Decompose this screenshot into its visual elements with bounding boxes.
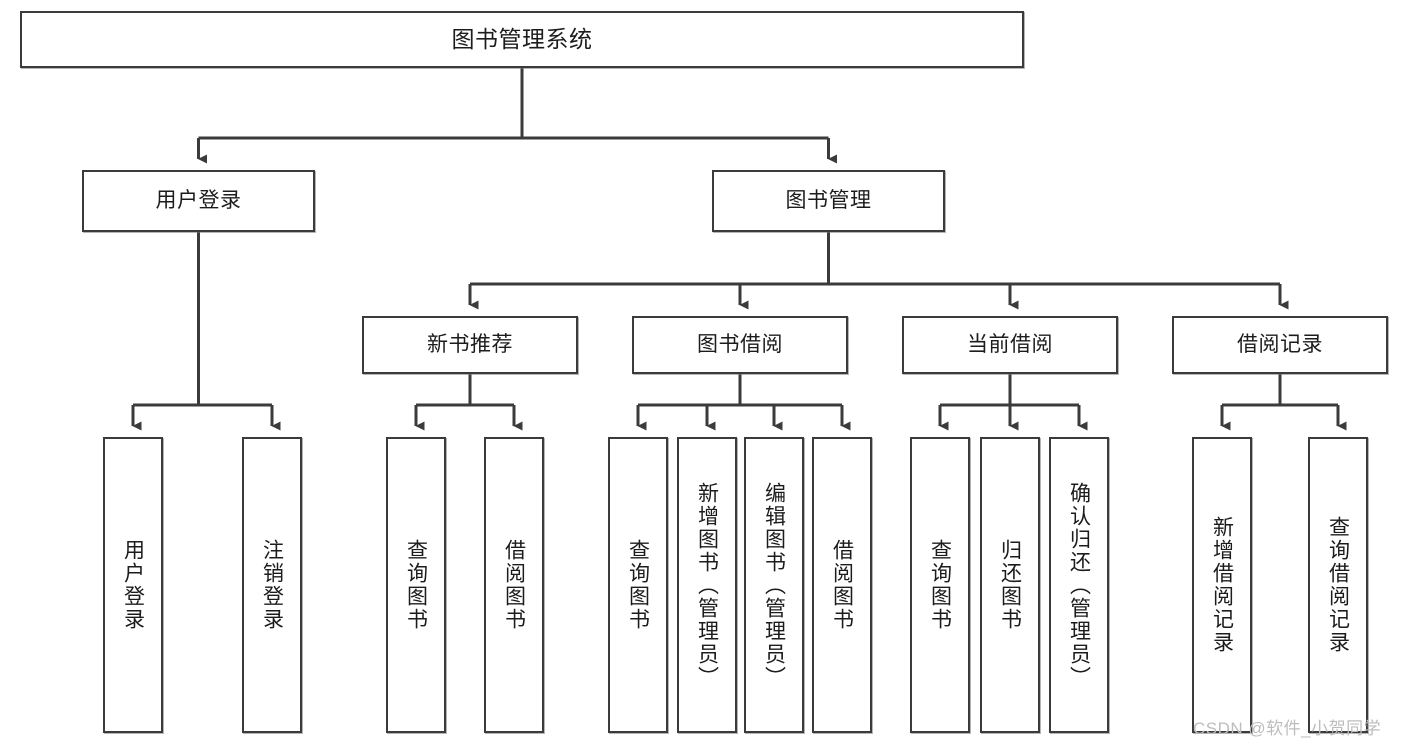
node-leaf-cb-return[interactable]: 归还图书 <box>980 437 1040 733</box>
node-book-borrow[interactable]: 图书借阅 <box>632 316 848 374</box>
node-label-leaf-br-add: 新增借阅记录 <box>1210 516 1234 654</box>
node-new-book-rec[interactable]: 新书推荐 <box>362 316 578 374</box>
node-leaf-br-add[interactable]: 新增借阅记录 <box>1192 437 1252 733</box>
node-label-current-borrow: 当前借阅 <box>967 333 1053 357</box>
node-borrow-records[interactable]: 借阅记录 <box>1172 316 1388 374</box>
node-leaf-rec-borrow[interactable]: 借阅图书 <box>484 437 544 733</box>
node-leaf-bb-edit[interactable]: 编辑图书（管理员） <box>744 437 804 733</box>
node-label-leaf-cb-confirm: 确认归还（管理员） <box>1067 481 1091 689</box>
node-leaf-user-logout[interactable]: 注销登录 <box>242 437 302 733</box>
node-label-leaf-user-logout: 注销登录 <box>260 539 284 631</box>
node-label-leaf-rec-borrow: 借阅图书 <box>502 539 526 631</box>
node-label-leaf-cb-query: 查询图书 <box>928 539 952 631</box>
node-label-root: 图书管理系统 <box>451 25 593 52</box>
node-leaf-bb-add[interactable]: 新增图书（管理员） <box>677 437 737 733</box>
node-leaf-bb-borrow[interactable]: 借阅图书 <box>812 437 872 733</box>
node-root[interactable]: 图书管理系统 <box>20 11 1024 68</box>
node-label-leaf-cb-return: 归还图书 <box>998 539 1022 631</box>
node-label-leaf-bb-edit: 编辑图书（管理员） <box>762 481 786 689</box>
node-leaf-cb-query[interactable]: 查询图书 <box>910 437 970 733</box>
node-leaf-cb-confirm[interactable]: 确认归还（管理员） <box>1049 437 1109 733</box>
node-label-leaf-user-login: 用户登录 <box>121 539 145 631</box>
node-label-leaf-bb-add: 新增图书（管理员） <box>695 481 719 689</box>
node-label-leaf-bb-borrow: 借阅图书 <box>830 539 854 631</box>
node-label-leaf-bb-query: 查询图书 <box>626 539 650 631</box>
node-user-login[interactable]: 用户登录 <box>82 170 315 232</box>
node-current-borrow[interactable]: 当前借阅 <box>902 316 1118 374</box>
node-leaf-user-login[interactable]: 用户登录 <box>103 437 163 733</box>
node-book-manage[interactable]: 图书管理 <box>712 170 945 232</box>
node-label-book-borrow: 图书借阅 <box>697 333 783 357</box>
node-label-leaf-rec-query: 查询图书 <box>404 539 428 631</box>
node-label-book-manage: 图书管理 <box>785 189 872 213</box>
node-leaf-bb-query[interactable]: 查询图书 <box>608 437 668 733</box>
node-label-user-login: 用户登录 <box>155 189 242 213</box>
node-label-leaf-br-query: 查询借阅记录 <box>1326 516 1350 654</box>
node-label-borrow-records: 借阅记录 <box>1237 333 1323 357</box>
node-label-new-book-rec: 新书推荐 <box>427 333 513 357</box>
node-leaf-br-query[interactable]: 查询借阅记录 <box>1308 437 1368 733</box>
node-leaf-rec-query[interactable]: 查询图书 <box>386 437 446 733</box>
